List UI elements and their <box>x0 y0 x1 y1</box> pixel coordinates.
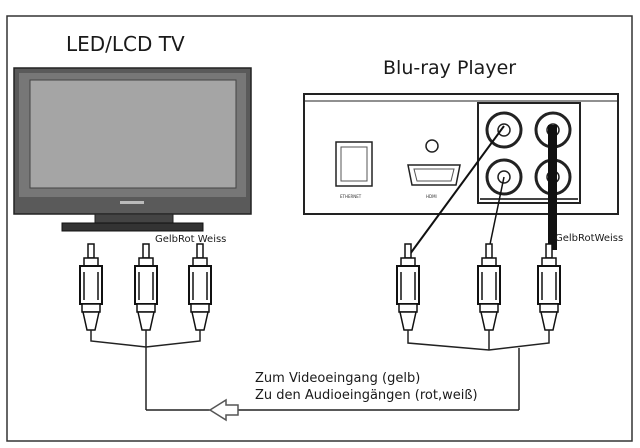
player-wires <box>409 125 557 255</box>
hdmi-label: HDMI <box>426 194 437 199</box>
indicator-led <box>425 139 439 153</box>
player-title: Blu-ray Player <box>383 57 517 79</box>
tv-cable-color-labels: GelbRot Weiss <box>155 234 227 245</box>
tv-screen <box>29 79 237 189</box>
tv-illustration <box>13 67 252 232</box>
tv-logo <box>120 201 144 204</box>
ethernet-port <box>335 141 373 187</box>
rca-plugs <box>79 243 561 331</box>
tv-title: LED/LCD TV <box>66 32 185 56</box>
tv-stand-base <box>61 222 204 232</box>
rca-plug <box>79 243 103 331</box>
outer-frame <box>6 15 633 442</box>
rca-plug <box>134 243 158 331</box>
video-input-instruction: Zum Videoeingang (gelb) <box>255 371 421 386</box>
player-cable-color-labels: GelbRotWeiss <box>555 233 624 244</box>
ethernet-label: ETHERNET <box>340 194 362 199</box>
rca-plug <box>537 243 561 331</box>
cable-bundles <box>90 330 550 411</box>
direction-arrow-icon <box>208 398 239 422</box>
audio-input-instruction: Zu den Audioeingängen (rot,weiß) <box>255 388 478 403</box>
hdmi-port <box>407 164 461 186</box>
rca-plug <box>396 243 420 331</box>
rca-plug <box>477 243 501 331</box>
rca-plug <box>188 243 212 331</box>
